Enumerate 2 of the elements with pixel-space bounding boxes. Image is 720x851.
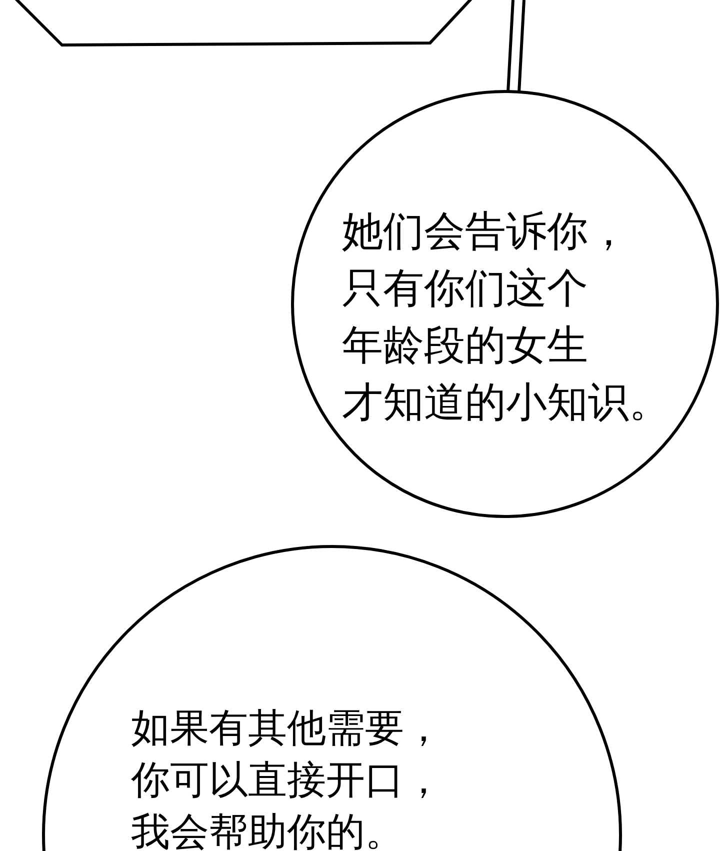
speech-text: 她们会告诉你，只有你们这个年龄段的女生才知道的小知识。 [342,206,670,428]
speech-text: 如果有其他需要，你可以直接开口，我会帮助你的。 [131,705,443,851]
